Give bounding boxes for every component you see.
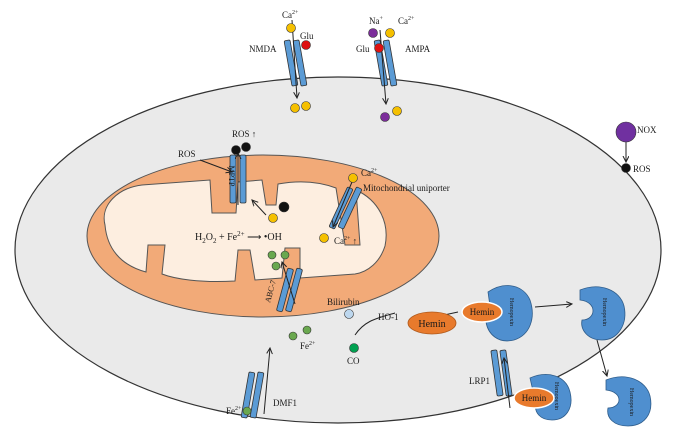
na-label: Na+ — [369, 16, 384, 26]
hemin-label: Hemin — [470, 307, 495, 317]
hemin-bound: Hemin — [461, 301, 503, 323]
ros-molecule — [278, 201, 290, 213]
ros-molecule — [241, 142, 251, 152]
co-label: CO — [347, 356, 360, 366]
glutamate-molecule — [374, 43, 384, 53]
iron-ion — [280, 250, 290, 260]
mitochondrial-uniporter-label: Mitochondrial uniporter — [363, 183, 450, 193]
hemopexin-outside: Hemopexin — [605, 376, 652, 427]
iron-ion — [242, 406, 252, 416]
calcium-ion — [301, 101, 311, 111]
ros-label: ROS — [178, 149, 196, 159]
fe-label: Fe2+ — [300, 341, 316, 351]
nmda-label: NMDA — [249, 44, 277, 54]
abc7-channel — [276, 267, 303, 313]
glu-label: Glu — [356, 44, 370, 54]
ros-molecule — [621, 163, 631, 173]
co-molecule — [349, 343, 359, 353]
ampa-label: AMPA — [405, 44, 431, 54]
iron-ion — [302, 325, 312, 335]
nmda-receptor — [283, 39, 308, 87]
calcium-ion — [319, 233, 329, 243]
labels: Ca2+ Glu NMDA Na+ Ca2+ Glu AMPA NOX ROS … — [178, 10, 657, 416]
sodium-ion — [380, 112, 390, 122]
hemopexin-free: Hemopexin — [579, 286, 626, 341]
hemopexin-label: Hemopexin — [508, 298, 514, 326]
iron-ion — [267, 250, 277, 260]
mptp-channel — [229, 154, 247, 204]
calcium-ion — [348, 173, 358, 183]
ros-label: ROS — [633, 164, 651, 174]
mitochondrion-cristae — [103, 179, 387, 282]
calcium-ion — [392, 106, 402, 116]
glutamate-molecule — [301, 40, 311, 50]
fe-label: Fe2+ — [226, 406, 242, 416]
ca-label: Ca2+ — [282, 10, 299, 20]
dmf1-transporter — [240, 371, 265, 419]
calcium-ion — [290, 103, 300, 113]
ros-molecule — [231, 145, 241, 155]
ca-up-label: Ca2+ ↑ — [334, 236, 357, 246]
nox-label: NOX — [637, 125, 657, 135]
fenton-reaction: H2O2 + Fe2+ ⟶ •OH — [195, 230, 282, 245]
molecules — [231, 23, 637, 416]
hemin-free: Hemin — [407, 311, 457, 335]
ca-label: Ca2+ — [361, 168, 378, 178]
ca-label: Ca2+ — [398, 16, 415, 26]
iron-ion — [271, 261, 281, 271]
nox-enzyme — [615, 121, 637, 143]
bilirubin-label: Bilirubin — [327, 297, 360, 307]
hemin-label: Hemin — [418, 319, 445, 330]
hemopexin-label: Hemopexin — [553, 382, 559, 410]
dmf1-label: DMF1 — [273, 398, 297, 408]
lrp1-label: LRP1 — [469, 376, 490, 386]
glu-label: Glu — [300, 31, 314, 41]
ho1-label: HO-1 — [378, 312, 399, 322]
mitochondrion — [86, 154, 440, 318]
hemopexin-label: Hemopexin — [601, 298, 607, 326]
ros-up-label: ROS ↑ — [232, 129, 256, 139]
bilirubin-molecule — [344, 309, 354, 319]
calcium-ion — [268, 213, 278, 223]
sodium-ion — [368, 28, 378, 38]
iron-ion — [288, 331, 298, 341]
hemopexin-label: Hemopexin — [628, 388, 634, 416]
hemin-label: Hemin — [522, 393, 547, 403]
calcium-ion — [286, 23, 296, 33]
mptp-label: MPTP — [227, 166, 236, 187]
calcium-ion — [385, 28, 395, 38]
hemin-hemopexin-complex-outside: Hemopexin Hemin — [513, 374, 572, 421]
